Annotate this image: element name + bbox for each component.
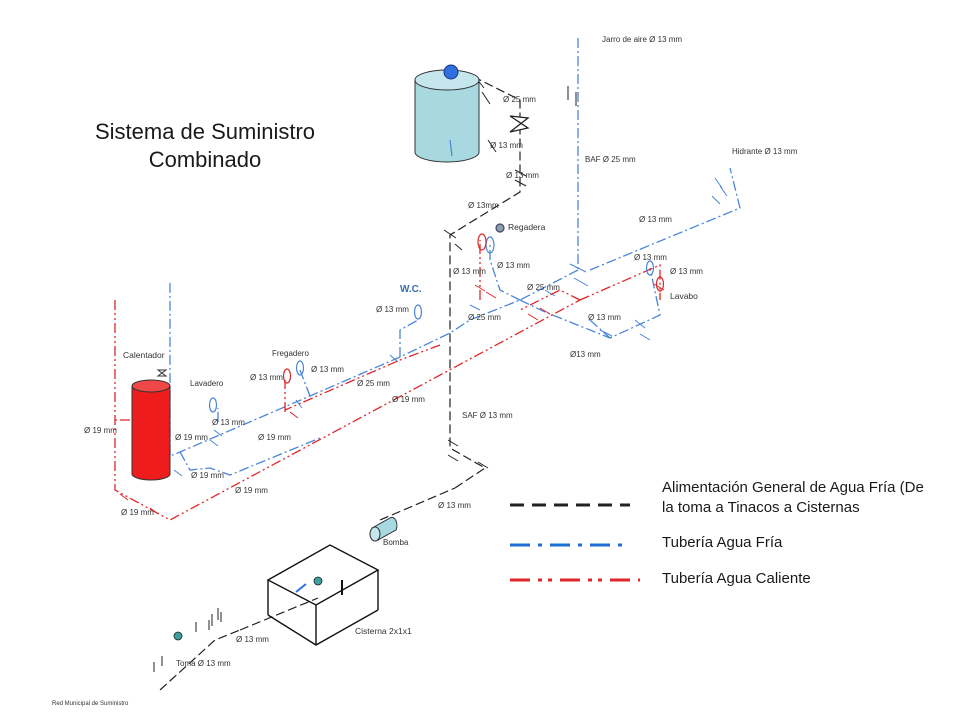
label-cisterna: Cisterna 2x1x1 xyxy=(355,626,412,636)
check-valve xyxy=(509,115,530,133)
pipe-label: Ø 19 mm xyxy=(191,471,224,480)
pipe-label: Ø 13 mm xyxy=(438,501,471,510)
label-calentador: Calentador xyxy=(123,350,165,360)
pipe-label: Ø 19 mm xyxy=(121,508,154,517)
label-fregadero: Fregadero xyxy=(272,349,309,358)
fixture-outlets xyxy=(208,223,665,413)
pipe-label: Ø13 mm xyxy=(570,350,601,359)
diagram-title-line2: Combinado xyxy=(148,147,262,172)
legend-hot-label: Tubería Agua Caliente xyxy=(662,570,811,587)
pipe-label: Ø 13 mm xyxy=(490,141,523,150)
pipe-label: Ø 13 mm xyxy=(497,261,530,270)
legend-item-general: Alimentación General de Agua Fría (De la… xyxy=(662,478,924,518)
bomba-pump xyxy=(369,516,398,542)
pipe-label: Ø 19 mm xyxy=(258,433,291,442)
pipe-label: Ø 13 mm xyxy=(588,313,621,322)
pipe-label: BAF Ø 25 mm xyxy=(585,155,636,164)
pipe-label: Ø 25 mm xyxy=(468,313,501,322)
pipe-label: Ø 13 mm xyxy=(634,253,667,262)
label-red-municipal: Red Municipal de Suministro xyxy=(52,701,129,707)
tinaco-tank xyxy=(414,64,480,163)
pipe-label: Ø 13 mm xyxy=(453,267,486,276)
general-supply-ticks xyxy=(153,77,577,672)
pipe-label: Ø 13mm xyxy=(468,201,499,210)
legend-samples xyxy=(510,503,640,582)
pipe-label: Ø 13 mm xyxy=(639,215,672,224)
general-supply-pipes xyxy=(159,74,521,691)
label-lavabo: Lavabo xyxy=(670,291,698,301)
pipe-label: Ø 13 mm xyxy=(506,171,539,180)
pipe-label: Ø 13 mm xyxy=(236,635,269,644)
label-hidrante: Hidrante Ø 13 mm xyxy=(732,147,798,156)
label-toma: Toma Ø 13 mm xyxy=(176,659,231,668)
pipe-label: Ø 13 mm xyxy=(212,418,245,427)
label-lavadero: Lavadero xyxy=(190,379,224,388)
pipe-label: SAF Ø 13 mm xyxy=(462,411,513,420)
diagram-title: Sistema de Suministro Combinado xyxy=(70,118,340,174)
label-jarro-aire: Jarro de aire Ø 13 mm xyxy=(602,35,682,44)
legend-item-cold: Tubería Agua Fría xyxy=(662,533,782,553)
label-regadera: Regadera xyxy=(508,222,546,232)
hot-water-pipes xyxy=(114,240,661,521)
cisterna-box xyxy=(266,544,380,646)
legend-cold-label: Tubería Agua Fría xyxy=(662,534,783,551)
legend-general-line1: Alimentación General de Agua Fría (De xyxy=(662,479,924,496)
diagram-title-line1: Sistema de Suministro xyxy=(94,119,316,144)
pipe-label: Ø 25 mm xyxy=(527,283,560,292)
pipe-label: Ø 19 mm xyxy=(175,433,208,442)
pipe-label: Ø 19 mm xyxy=(392,395,425,404)
pipe-label: Ø 13 mm xyxy=(670,267,703,276)
pipe-label: Ø 13 mm xyxy=(376,305,409,314)
calentador-heater xyxy=(131,369,171,481)
legend-general-line2: la toma a Tinacos a Cisternas xyxy=(662,499,860,516)
pipe-label: Ø 13 mm xyxy=(250,373,283,382)
pipe-label: Ø 19 mm xyxy=(84,426,117,435)
pipe-label: Ø 25 mm xyxy=(503,95,536,104)
toma-meter xyxy=(173,608,219,641)
pipe-label: Ø 13 mm xyxy=(311,365,344,374)
legend-item-hot: Tubería Agua Caliente xyxy=(662,569,811,589)
pipe-label: Ø 19 mm xyxy=(235,486,268,495)
label-bomba: Bomba xyxy=(383,538,409,547)
pipe-label: Ø 25 mm xyxy=(357,379,390,388)
label-wc: W.C. xyxy=(400,284,422,295)
